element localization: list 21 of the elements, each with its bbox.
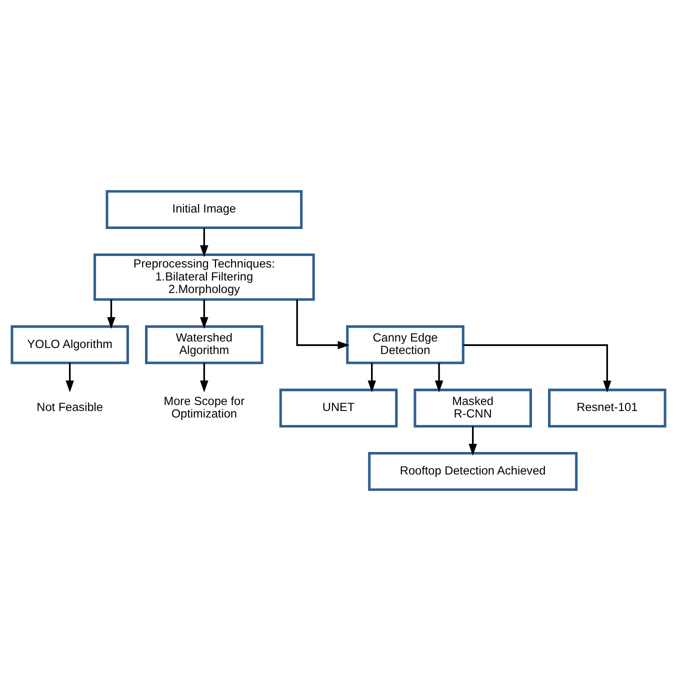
arrow [434, 363, 444, 392]
arrow [463, 344, 612, 392]
arrow [368, 363, 376, 392]
node-box: Preprocessing Techniques: 1.Bilateral Filtering 2.Morphology [93, 253, 315, 301]
arrow [200, 228, 208, 258]
node-box: Canny Edge Detection [346, 325, 464, 364]
arrow [66, 363, 74, 392]
arrow [200, 300, 208, 329]
node-text: More Scope for Optimization [164, 394, 245, 421]
node-box: YOLO Algorithm [10, 325, 129, 364]
node-box: Initial Image [106, 190, 303, 229]
arrow [468, 426, 477, 456]
node-box: Masked R-CNN [414, 388, 532, 428]
arrow [107, 300, 116, 329]
node-box: UNET [279, 388, 398, 428]
arrow [200, 363, 208, 392]
node-text: Not Feasible [36, 400, 103, 414]
node-box: Rooftop Detection Achieved [368, 452, 578, 491]
node-box: Watershed Algorithm [145, 325, 264, 364]
node-box: Resnet-101 [548, 388, 666, 428]
arrow [296, 300, 350, 350]
